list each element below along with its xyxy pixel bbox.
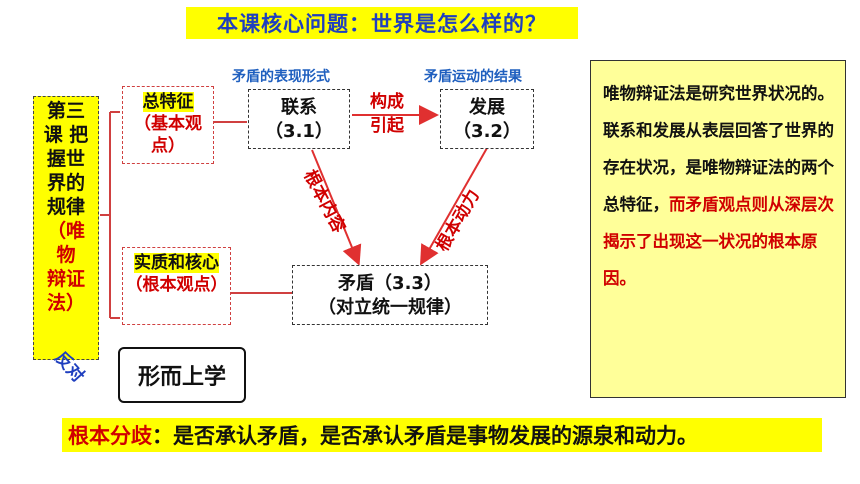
metaphysics-box: 形而上学 (118, 347, 246, 403)
explanation-black: 唯物辩证法是研究世界状况的。联系和发展从表层回答了世界的存在状况，是唯物辩证法的… (603, 84, 834, 214)
node-lianxi: 联系 （3.1） (248, 89, 350, 149)
feature-core-sub: （根本观点） (125, 275, 228, 295)
label-result: 矛盾运动的结果 (424, 69, 522, 85)
bottom-text: ：是否承认矛盾，是否承认矛盾是事物发展的源泉和动力。 (152, 424, 698, 448)
left-line: 课 把 (43, 124, 89, 146)
left-column-topic: 第三 课 把 握世 界的 规律 （唯 物 辩证 法） (33, 96, 99, 360)
node-lianxi-name: 联系 (281, 97, 317, 118)
left-line: 握世 (46, 148, 85, 170)
left-line-red: 物 (56, 244, 76, 266)
label-cause: 构成引起 (370, 92, 404, 136)
left-line-red: （唯 (46, 220, 85, 242)
feature-core-box: 实质和核心 （根本观点） (122, 247, 231, 325)
bottom-label: 根本分歧 (68, 424, 152, 448)
node-maodun: 矛盾（3.3） （对立统一规律） (292, 265, 488, 325)
left-line-red: 法） (46, 292, 85, 314)
node-fazhan-name: 发展 (469, 97, 505, 118)
arrow-fazhan-maodun (420, 147, 488, 266)
feature-general-main: 总特征 (142, 92, 194, 112)
page-title: 本课核心问题：世界是怎么样的？ (186, 7, 578, 39)
node-maodun-sub: （对立统一规律） (318, 297, 462, 318)
feature-general-box: 总特征 （基本观点） (122, 86, 214, 164)
node-fazhan: 发展 （3.2） (440, 89, 534, 149)
node-lianxi-ref: （3.1） (265, 121, 333, 142)
node-fazhan-ref: （3.2） (453, 121, 521, 142)
bottom-banner: 根本分歧：是否承认矛盾，是否承认矛盾是事物发展的源泉和动力。 (62, 418, 822, 452)
explanation-box: 唯物辩证法是研究世界状况的。联系和发展从表层回答了世界的存在状况，是唯物辩证法的… (590, 60, 846, 398)
node-maodun-name: 矛盾（3.3） (338, 273, 442, 294)
feature-core-main: 实质和核心 (134, 253, 219, 273)
left-line: 规律 (46, 196, 85, 218)
left-line-red: 辩证 (46, 268, 85, 290)
arrow-lianxi-maodun (311, 149, 362, 266)
explanation-red: 而矛盾观点则从深层次揭示了出现这一状况的根本原因。 (603, 195, 834, 288)
label-form: 矛盾的表现形式 (232, 69, 330, 85)
left-line: 界的 (46, 172, 85, 194)
feature-general-sub: （基本观点） (134, 114, 202, 156)
left-line: 第三 (46, 100, 85, 122)
